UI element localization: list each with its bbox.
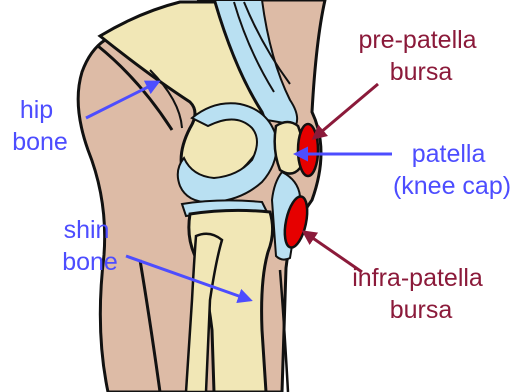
pre-patella-bursa [298,124,318,176]
patella-label: patella (knee cap) [393,140,511,200]
pre-patella-arrow [314,84,378,138]
hip-bone-label: hip bone [12,96,68,156]
pre-patella-bursa-label: pre-patella bursa [358,26,483,86]
infra-patella-bursa-label: infra-patella bursa [352,264,490,324]
